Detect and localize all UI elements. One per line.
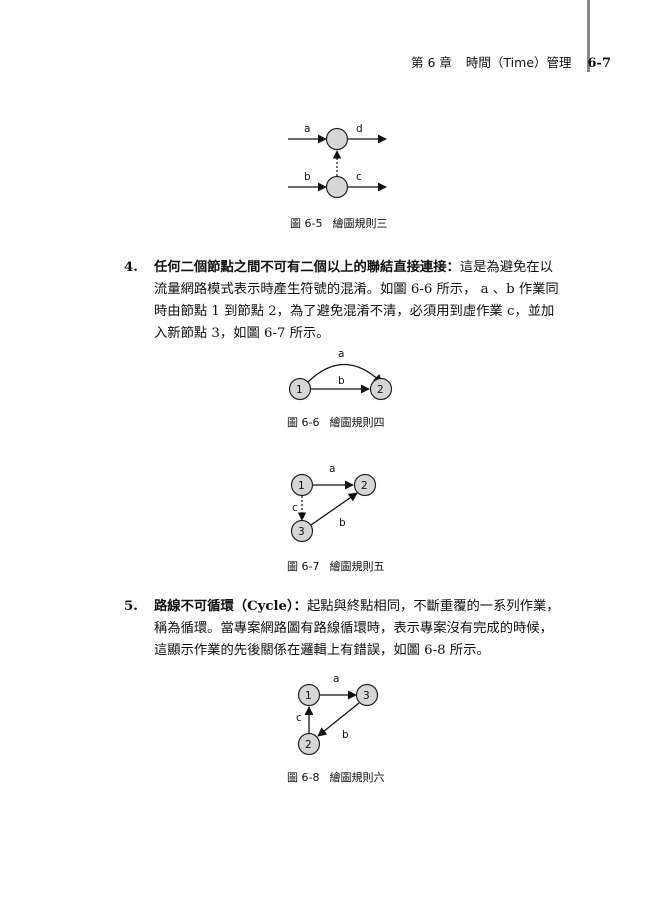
list-number: 4. — [124, 260, 138, 275]
caption-title: 繪圖規則五 — [329, 560, 385, 573]
item-lead: 任何二個節點之間不可有二個以上的聯結直接連接： — [154, 260, 460, 275]
arrow-b — [310, 492, 358, 526]
caption-title: 繪圖規則三 — [332, 217, 388, 230]
caption-title: 繪圖規則四 — [329, 416, 385, 429]
item-line-2: 稱為循環。當專案網路圖有路線循環時，表示專案沒有完成的時候， — [154, 621, 553, 636]
label-a: a — [338, 348, 344, 360]
node-1-label: 1 — [296, 384, 303, 396]
node-3 — [355, 683, 379, 707]
caption-number: 圖 6-5 — [290, 217, 323, 230]
figure-6-8-caption: 圖 6-8 繪圖規則六 — [287, 769, 384, 785]
caption-number: 圖 6-8 — [287, 771, 320, 784]
node-2 — [369, 377, 393, 401]
node-2-label: 2 — [305, 739, 312, 751]
chapter-number: 第 6 章 — [411, 55, 452, 70]
node-2-label: 2 — [361, 480, 368, 492]
list-item-5: 5. 路線不可循環（Cycle）：起點與終點相同，不斷重覆的一系列作業， 稱為循… — [124, 596, 578, 662]
item-line-2: 流量網路模式表示時產生符號的混淆。如圖 6-6 所示， a 、b 作業同 — [154, 282, 559, 297]
figure-6-6-diagram: 1 2 a b — [288, 348, 393, 401]
chapter-title: 時間（Time）管理 — [465, 55, 572, 70]
node-2 — [353, 473, 377, 497]
page-header: 第 6 章 時間（Time）管理 6-7 — [411, 52, 611, 71]
node-1-label: 1 — [305, 690, 312, 702]
node-2-label: 2 — [377, 384, 384, 396]
figure-6-8-diagram: 1 2 3 a c b — [296, 673, 379, 756]
label-c: c — [356, 171, 362, 183]
caption-number: 圖 6-6 — [287, 416, 320, 429]
item-line-1: 這是為避免在以 — [459, 260, 553, 275]
label-b: b — [342, 729, 349, 741]
label-b: b — [339, 517, 346, 529]
arrow-b — [317, 702, 360, 737]
label-a: a — [329, 463, 335, 475]
arc-a — [304, 363, 383, 386]
figure-6-5-diagram: a d b c — [288, 123, 387, 199]
node-3-label: 3 — [363, 690, 370, 702]
node-3 — [290, 519, 314, 543]
item-line-3: 時由節點 1 到節點 2，為了避免混淆不清，必須用到虛作業 c，並加 — [154, 304, 555, 319]
page-number: 6-7 — [587, 56, 612, 71]
node-top — [325, 127, 349, 151]
label-a: a — [304, 123, 310, 135]
label-c: c — [292, 502, 298, 514]
label-d: d — [356, 123, 363, 135]
node-1-label: 1 — [298, 480, 305, 492]
item-line-3: 這顯示作業的先後關係在邏輯上有錯誤，如圖 6-8 所示。 — [154, 643, 490, 658]
label-a: a — [333, 673, 339, 685]
caption-title: 繪圖規則六 — [329, 771, 385, 784]
figure-6-5-caption: 圖 6-5 繪圖規則三 — [290, 215, 387, 231]
header-side-bar — [587, 0, 590, 72]
figure-6-7-caption: 圖 6-7 繪圖規則五 — [287, 558, 384, 574]
node-bottom — [325, 175, 349, 199]
figure-6-6-caption: 圖 6-6 繪圖規則四 — [287, 414, 384, 430]
caption-number: 圖 6-7 — [287, 560, 320, 573]
item-lead: 路線不可循環（Cycle）： — [154, 599, 307, 614]
label-b: b — [304, 171, 311, 183]
node-3-label: 3 — [298, 526, 305, 538]
list-item-4: 4. 任何二個節點之間不可有二個以上的聯結直接連接：這是為避免在以 流量網路模式… — [124, 257, 578, 345]
item-line-1: 起點與終點相同，不斷重覆的一系列作業， — [306, 599, 560, 614]
item-line-4: 入新節點 3，如圖 6-7 所示。 — [154, 326, 330, 341]
node-1 — [297, 683, 321, 707]
figure-6-7-diagram: 1 2 3 a c b — [290, 463, 377, 543]
label-c: c — [296, 712, 302, 724]
label-b: b — [338, 375, 345, 387]
node-1 — [288, 377, 312, 401]
list-number: 5. — [124, 599, 138, 614]
node-2 — [297, 732, 321, 756]
node-1 — [290, 473, 314, 497]
